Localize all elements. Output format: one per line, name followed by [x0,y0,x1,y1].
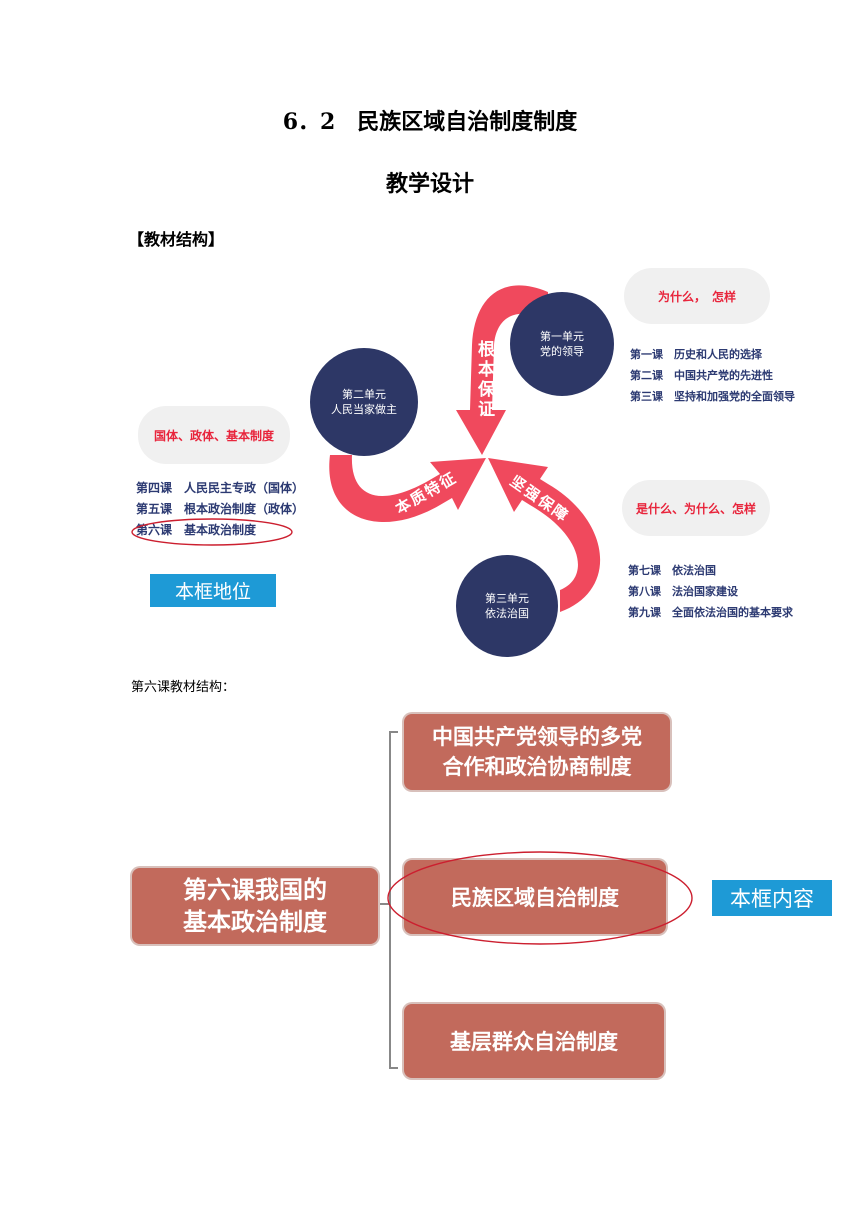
unit2-lesson-list: 第四课 人民民主专政（国体） 第五课 根本政治制度（政体） 第六课 基本政治制度 [136,481,305,537]
child-box-grassroots: 基层群众自治制度 [404,1004,664,1078]
lesson-structure-caption: 第六课教材结构： [131,680,236,695]
pill-state-system: 国体、政体、基本制度 [138,406,290,464]
child-box-ethnic-autonomy: 民族区域自治制度 [404,860,666,934]
unit-circle-3: 第三单元依法治国 [456,555,558,657]
child-box-multiparty: 中国共产党领导的多党合作和政治协商制度 [404,714,670,790]
tree-bracket [380,731,398,1069]
arrow-label-guarantee: 根本保证 [474,340,494,420]
unit-circle-2: 第二单元人民当家做主 [310,348,418,456]
pill-why-how: 为什么， 怎样 [624,268,770,324]
position-tag: 本框地位 [150,574,276,607]
unit-arrows-graphic [329,285,601,612]
page-title: 6．2 民族区域自治制度制度 [282,109,578,135]
pill-what-why-how: 是什么、为什么、怎样 [622,480,770,536]
content-tag: 本框内容 [712,880,832,916]
root-box: 第六课我国的基本政治制度 [132,868,378,944]
page-subtitle: 教学设计 [385,171,474,197]
unit-circle-1: 第一单元党的领导 [510,292,614,396]
highlight-ellipse-lesson6 [131,518,293,546]
section-label: 【教材结构】 [128,230,225,249]
highlight-ellipse-ethnic [387,851,693,945]
arrow-guarantee [456,285,548,455]
unit1-lesson-list: 第一课 历史和人民的选择 第二课 中国共产党的先进性 第三课 坚持和加强党的全面… [630,348,795,403]
unit3-lesson-list: 第七课 依法治国 第八课 法治国家建设 第九课 全面依法治国的基本要求 [628,564,793,619]
arrow-support [488,458,601,612]
arrow-essence [329,455,486,523]
